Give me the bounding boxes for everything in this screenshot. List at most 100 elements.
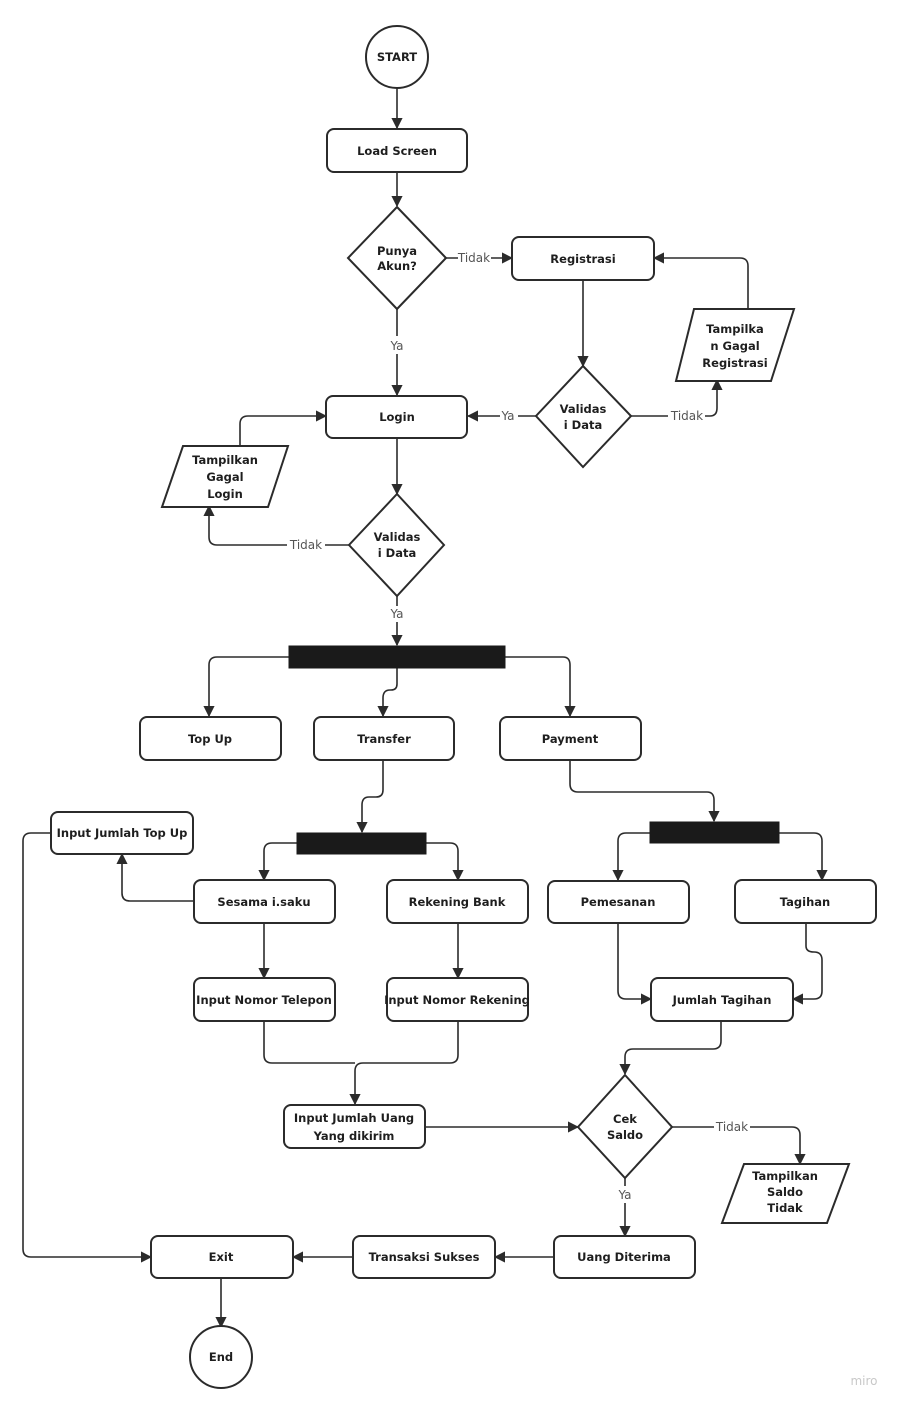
- edge-rekening-to-input-uang: [349, 1021, 459, 1106]
- nodes: START Load Screen Punya Akun? Registrasi…: [50, 25, 877, 1389]
- svg-text:Login: Login: [379, 410, 415, 424]
- svg-text:Top Up: Top Up: [188, 732, 232, 746]
- svg-text:Tampilkan: Tampilkan: [752, 1169, 818, 1183]
- miro-watermark: miro: [850, 1374, 877, 1388]
- edge-label-punya-akun-ya: Ya: [389, 339, 403, 353]
- svg-text:Input Nomor Telepon: Input Nomor Telepon: [196, 993, 332, 1007]
- edge-label-validasi-login-ya: Ya: [389, 607, 403, 621]
- svg-text:Login: Login: [207, 487, 243, 501]
- input-jumlah-top-up-node: Input Jumlah Top Up: [50, 811, 194, 855]
- validasi-login-decision: Validas i Data: [347, 492, 446, 598]
- payment-node: Payment: [499, 716, 642, 761]
- svg-text:i Data: i Data: [378, 546, 417, 560]
- edge-label-cek-saldo-ya: Ya: [617, 1188, 631, 1202]
- svg-text:Payment: Payment: [542, 732, 599, 746]
- end-node: End: [189, 1325, 253, 1389]
- edge-validasi-reg-tidak-to-tampilkan: [631, 380, 717, 417]
- edge-validasi-login-tidak-to-tampilkan: [209, 506, 349, 546]
- uang-diterima-node: Uang Diterima: [553, 1235, 696, 1279]
- svg-text:Jumlah Tagihan: Jumlah Tagihan: [672, 993, 772, 1007]
- edge-transfer-fork-to-sesama: [258, 842, 297, 882]
- edge-transfer-fork-to-rekening: [426, 842, 464, 882]
- edge-pemesanan-to-jumlah-tagihan: [617, 923, 653, 1005]
- edge-tampilkan-reg-back-to-registrasi: [652, 252, 749, 309]
- start-node: START: [365, 25, 429, 89]
- input-nomor-telepon-node: Input Nomor Telepon: [193, 977, 336, 1022]
- svg-text:Input Nomor Rekening: Input Nomor Rekening: [384, 993, 530, 1007]
- top-up-node: Top Up: [139, 716, 282, 761]
- exit-node: Exit: [150, 1235, 294, 1279]
- svg-text:n Gagal: n Gagal: [710, 339, 759, 353]
- edge-fork-to-transfer: [377, 668, 398, 718]
- svg-text:Uang Diterima: Uang Diterima: [577, 1250, 671, 1264]
- edge-fork-to-topup: [203, 656, 289, 718]
- edge-transfer-to-fork: [356, 760, 384, 834]
- cek-saldo-decision: Cek Saldo: [576, 1073, 674, 1180]
- edge-label-validasi-reg-ya: Ya: [500, 409, 514, 423]
- connectors: [22, 88, 828, 1329]
- rekening-bank-node: Rekening Bank: [386, 879, 529, 924]
- edge-label-validasi-reg-tidak: Tidak: [670, 409, 703, 423]
- edge-sesama-to-input-topup: [116, 852, 194, 902]
- svg-text:Registrasi: Registrasi: [550, 252, 615, 266]
- svg-text:Input Jumlah Top Up: Input Jumlah Top Up: [57, 826, 188, 840]
- svg-text:Validas: Validas: [374, 530, 421, 544]
- svg-text:Pemesanan: Pemesanan: [581, 895, 656, 909]
- login-node: Login: [325, 395, 468, 439]
- svg-text:Tampilka: Tampilka: [706, 322, 764, 336]
- svg-text:Tidak: Tidak: [767, 1201, 803, 1215]
- tampilkan-gagal-registrasi-node: Tampilka n Gagal Registrasi: [674, 308, 796, 382]
- svg-text:Load Screen: Load Screen: [357, 144, 437, 158]
- svg-text:Input Jumlah Uang: Input Jumlah Uang: [294, 1111, 414, 1125]
- edge-label-validasi-login-tidak: Tidak: [289, 538, 322, 552]
- edge-payment-fork-to-pemesanan: [612, 832, 650, 882]
- svg-text:Yang dikirim: Yang dikirim: [313, 1129, 395, 1143]
- svg-text:Gagal: Gagal: [206, 470, 243, 484]
- fork-bar-main: [288, 645, 506, 669]
- edge-tagihan-to-jumlah-tagihan: [791, 923, 823, 1005]
- edge-payment-fork-to-tagihan: [779, 832, 828, 882]
- svg-text:Exit: Exit: [209, 1250, 234, 1264]
- edge-labels: Tidak Ya Ya Tidak Tidak Ya Tidak Ya: [289, 251, 748, 1202]
- fork-bar-payment: [649, 821, 780, 844]
- svg-text:Tagihan: Tagihan: [780, 895, 830, 909]
- edge-telepon-to-input-uang: [263, 1021, 355, 1064]
- svg-text:Sesama i.saku: Sesama i.saku: [217, 895, 310, 909]
- svg-text:Cek: Cek: [613, 1112, 637, 1126]
- svg-text:START: START: [377, 50, 417, 64]
- svg-text:End: End: [209, 1350, 233, 1364]
- input-nomor-rekening-node: Input Nomor Rekening: [384, 977, 530, 1022]
- svg-text:Punya: Punya: [377, 244, 417, 258]
- svg-text:Saldo: Saldo: [607, 1128, 643, 1142]
- edge-input-topup-to-exit: [22, 832, 153, 1263]
- fork-bar-transfer: [296, 832, 427, 855]
- jumlah-tagihan-node: Jumlah Tagihan: [650, 977, 794, 1022]
- svg-text:Transfer: Transfer: [357, 732, 411, 746]
- transfer-node: Transfer: [313, 716, 455, 761]
- edge-label-cek-saldo-tidak: Tidak: [715, 1120, 748, 1134]
- svg-text:Registrasi: Registrasi: [702, 356, 767, 370]
- svg-text:Validas: Validas: [560, 402, 607, 416]
- input-jumlah-uang-node: Input Jumlah Uang Yang dikirim: [283, 1104, 426, 1149]
- svg-text:Transaksi Sukses: Transaksi Sukses: [369, 1250, 480, 1264]
- punya-akun-decision: Punya Akun?: [346, 205, 448, 311]
- validasi-registrasi-decision: Validas i Data: [534, 364, 633, 469]
- transaksi-sukses-node: Transaksi Sukses: [352, 1235, 496, 1279]
- pemesanan-node: Pemesanan: [547, 880, 690, 924]
- edge-tampilkan-login-back-to-login: [239, 410, 328, 446]
- tampilkan-saldo-tidak-node: Tampilkan Saldo Tidak: [720, 1163, 851, 1224]
- edge-label-punya-akun-tidak: Tidak: [457, 251, 490, 265]
- edge-payment-to-fork: [569, 760, 720, 823]
- svg-text:Tampilkan: Tampilkan: [192, 453, 258, 467]
- edge-fork-to-payment: [505, 656, 576, 718]
- svg-text:Rekening Bank: Rekening Bank: [409, 895, 506, 909]
- svg-text:i Data: i Data: [564, 418, 603, 432]
- edge-jumlah-tagihan-to-cek-saldo: [619, 1021, 722, 1076]
- load-screen-node: Load Screen: [326, 128, 468, 173]
- edge-cek-saldo-tidak-to-tampilkan: [672, 1126, 800, 1164]
- tagihan-node: Tagihan: [734, 879, 877, 924]
- tampilkan-gagal-login-node: Tampilkan Gagal Login: [160, 445, 290, 508]
- sesama-isaku-node: Sesama i.saku: [193, 879, 336, 924]
- registrasi-node: Registrasi: [511, 236, 655, 281]
